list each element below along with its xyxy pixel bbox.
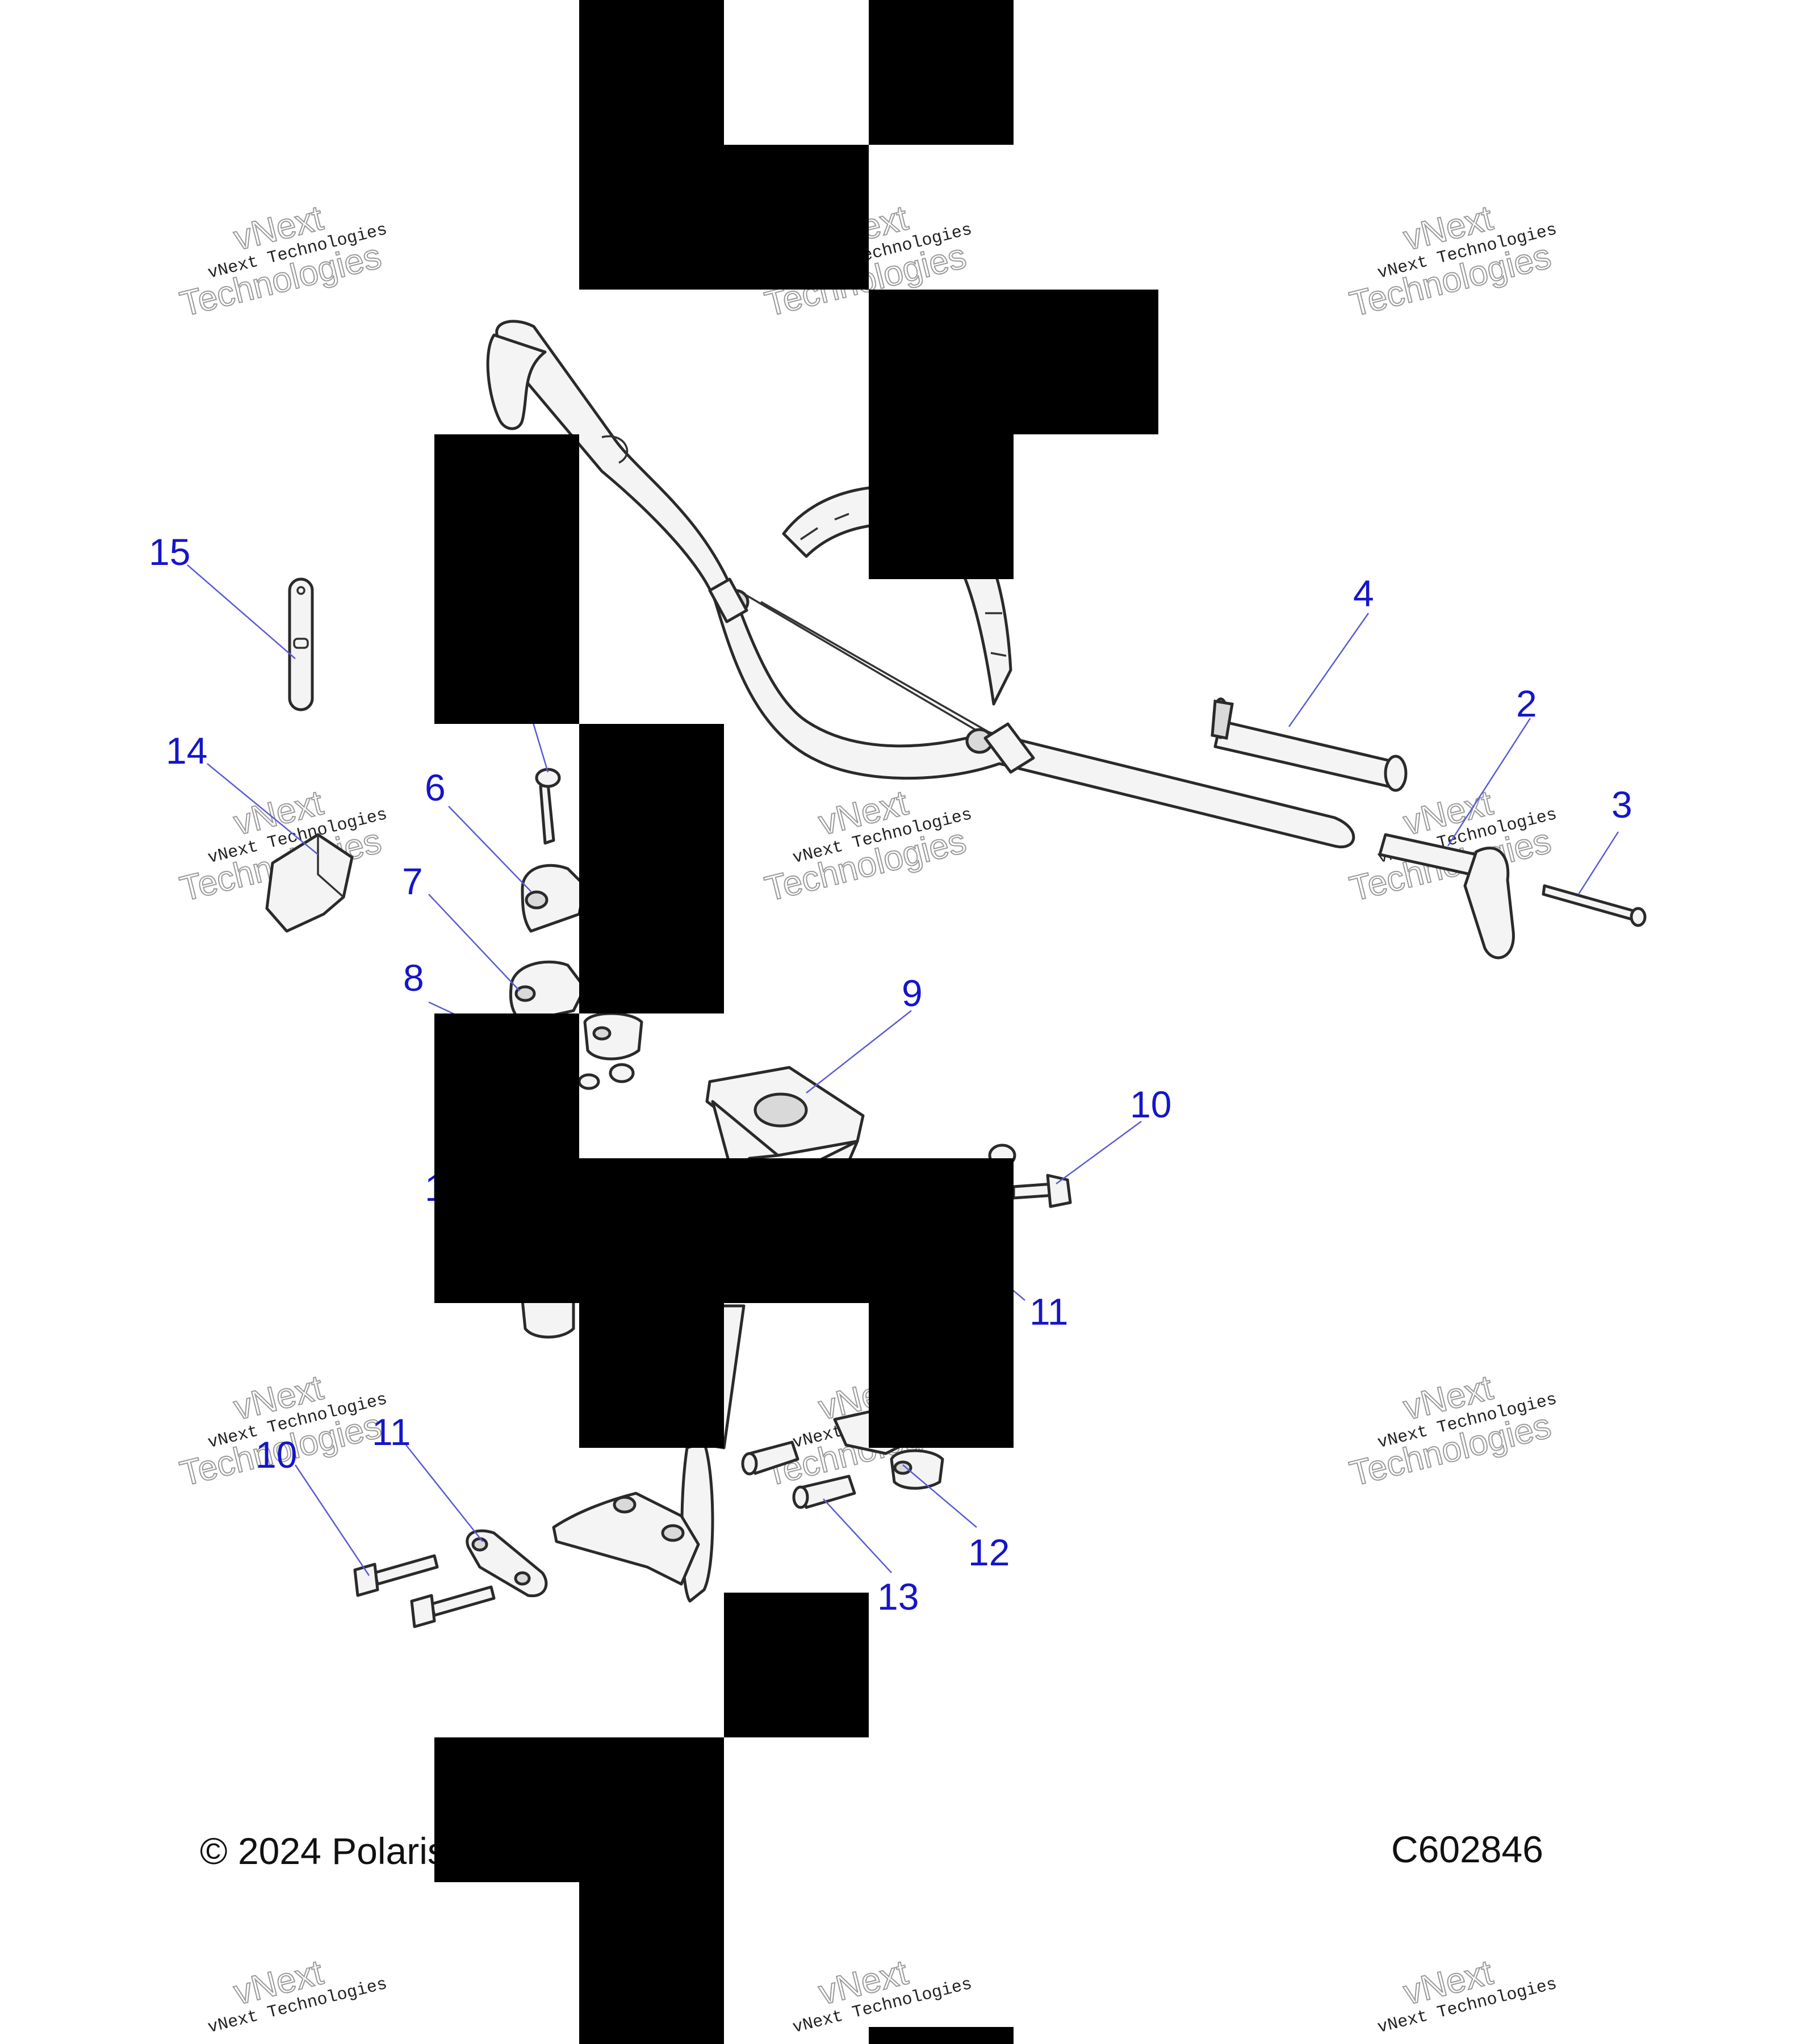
callout-11-right: 11	[1029, 1291, 1069, 1333]
callout-2: 2	[1516, 682, 1537, 724]
watermark-11: vNext vNext Technologies	[791, 1952, 974, 2038]
figure-code: C602846	[1391, 1828, 1543, 1870]
watermark-9: vNext vNext Technologies Technologies	[1345, 1367, 1559, 1494]
watermark-3: vNext vNext Technologies Technologies	[1345, 198, 1559, 325]
callout-7: 7	[402, 860, 423, 902]
callout-6: 6	[425, 767, 446, 809]
watermarks: vNext vNext Technologies Technologies vN…	[175, 198, 1559, 2038]
left-bar-end	[486, 333, 547, 430]
part-7-clamp	[509, 960, 587, 1024]
callout-10-lower: 10	[256, 1434, 297, 1476]
part-11-plate	[466, 1529, 548, 1598]
callout-15: 15	[149, 531, 190, 573]
callout-3: 3	[1611, 784, 1632, 826]
watermark-10: vNext vNext Technologies	[206, 1952, 390, 2038]
part-2-bar-end	[1378, 833, 1515, 960]
handlebar	[495, 320, 1355, 848]
callout-12: 12	[968, 1531, 1010, 1573]
callout-8: 8	[403, 957, 424, 999]
part-8-washer-2	[609, 1063, 635, 1083]
copyright-text: © 2024 Polaris	[200, 1830, 446, 1872]
watermark-6: vNext vNext Technologies Technologies	[1345, 782, 1559, 910]
callout-13: 13	[877, 1576, 919, 1618]
watermark-5: vNext vNext Technologies Technologies	[760, 782, 974, 910]
callout-9: 9	[902, 972, 923, 1014]
redaction-blocks	[434, 0, 1158, 2044]
part-8-riser	[583, 1012, 643, 1061]
part-13-sleeves	[741, 1440, 856, 1509]
part-8-washer	[577, 1073, 600, 1090]
callouts: 15 14 6 7 8 4 2 3 9 10 1 11 11 10 12 13	[149, 531, 1632, 1618]
callout-10-upper: 10	[1130, 1083, 1171, 1125]
watermark-1: vNext vNext Technologies Technologies	[175, 198, 389, 325]
part-10-bolt-upper	[988, 1144, 1072, 1208]
part-3-bolt	[1542, 884, 1647, 927]
watermark-12: vNext vNext Technologies	[1376, 1952, 1559, 2038]
part-5-bolt	[539, 782, 555, 845]
callout-14: 14	[166, 730, 207, 772]
part-10-bolt-lower	[353, 1554, 496, 1628]
part-14-cover	[265, 833, 354, 933]
callout-4: 4	[1353, 572, 1374, 614]
callout-11-lower: 11	[372, 1411, 411, 1453]
part-6-clamp	[521, 864, 587, 933]
part-4-grip	[1211, 697, 1408, 792]
part-15-plate	[288, 577, 314, 711]
